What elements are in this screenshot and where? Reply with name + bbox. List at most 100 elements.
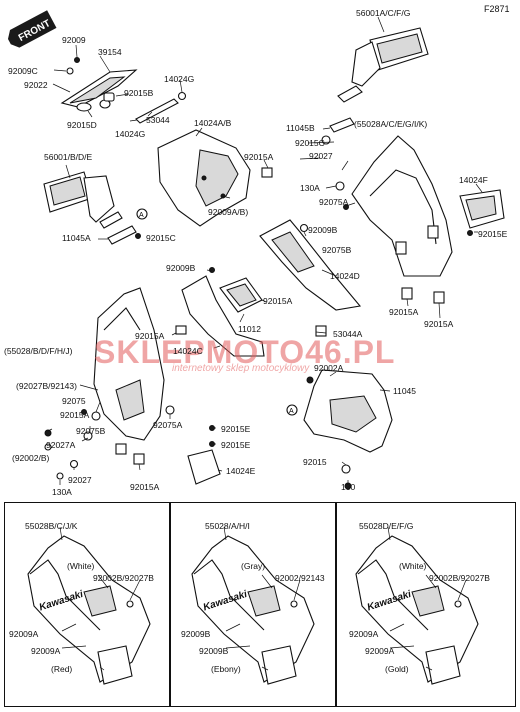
inset-3-color-top: (White) (399, 561, 427, 571)
inset-1-part: 55028B/C/J/K (25, 521, 78, 531)
label-92009-top: 92009 (62, 35, 86, 45)
label-92015e-c: 92015E (221, 440, 251, 450)
front-arrow-icon: FRONT (7, 10, 57, 48)
label-53044: 53044 (146, 115, 170, 125)
lower-panel-14024c (171, 267, 267, 357)
label-92075a-b: 92075A (153, 420, 183, 430)
label-11045b: 11045B (286, 123, 315, 133)
label-92009b-b: 92009B (166, 263, 196, 273)
label-92015a-d: 92015A (424, 319, 454, 329)
cover-14024e (187, 449, 223, 485)
label-92015a-b: 92015A (263, 296, 293, 306)
label-130: 130 (341, 482, 356, 492)
inset-2-color-top: (Gray) (241, 561, 266, 571)
label-11045a: 11045A (62, 233, 91, 243)
bracket-11045a: A (98, 208, 148, 245)
label-92015b: 92015B (124, 88, 154, 98)
mirror-left (43, 164, 123, 229)
inset-2-fasteners: 92002/92143 (275, 573, 325, 583)
fairing-right-fasteners (401, 287, 445, 319)
label-92015a-a: 92015A (244, 152, 274, 162)
label-92009b-a: 92009B (308, 225, 338, 235)
label-56001acfg: 56001A/C/F/G (356, 8, 411, 18)
watermark-tagline: internetowy sklep motocyklowy (172, 363, 310, 374)
inset-3-part: 55028D/E/F/G (359, 521, 414, 531)
label-92015a-g: 92015A (130, 482, 160, 492)
label-92015a-c: 92015A (389, 307, 419, 317)
inner-cover-14024a (157, 127, 273, 227)
inset-1-color-top: (White) (67, 561, 95, 571)
label-92015: 92015 (303, 457, 327, 467)
label-92015a-f: 92015A (60, 410, 90, 420)
inset-2-clip-b: 92009B (199, 646, 229, 656)
label-92002a: 92002A (314, 363, 344, 373)
label-92027a: 92027A (46, 440, 76, 450)
inset-variant-1: 55028B/C/J/K (White) 92002B/92027B 92009… (4, 502, 170, 707)
label-92009c: 92009C (8, 66, 38, 76)
label-55028bdfhj: (55028/B/D/F/H/J) (4, 346, 73, 356)
label-92015e-a: 92015E (478, 229, 508, 239)
svg-text:A: A (139, 212, 144, 219)
label-92015a-e: 92015A (135, 331, 165, 341)
label-14024f: 14024F (459, 175, 488, 185)
label-92015c-b: 92015C (146, 233, 176, 243)
label-92027-b: 92027 (68, 475, 92, 485)
inset-1-color-bottom: (Red) (51, 664, 73, 674)
inset-3-fairing: Kawasaki (355, 526, 479, 685)
label-14024c: 14024C (173, 346, 203, 356)
upper-bracket-39154 (52, 44, 138, 118)
inset-variant-3: 55028D/E/F/G (White) 92002B/92027B 92009… (336, 502, 516, 707)
inset-1-fasteners: 92002B/92027B (93, 573, 154, 583)
label-92002b: (92002/B) (12, 453, 50, 463)
label-92022: 92022 (24, 80, 48, 90)
label-55028acegik: (55028A/C/E/G/I/K) (354, 119, 428, 129)
svg-text:A: A (289, 408, 294, 415)
label-130a-a: 130A (300, 183, 320, 193)
stay-53044 (129, 79, 187, 124)
label-39154: 39154 (98, 47, 122, 57)
inset-3-clip-b: 92009A (365, 646, 395, 656)
label-92075b-b: 92075B (76, 426, 106, 436)
label-53044a: 53044A (333, 329, 363, 339)
label-14024e: 14024E (226, 466, 256, 476)
bracket-11045b (321, 117, 355, 145)
label-14024g-a: 14024G (164, 74, 195, 84)
inset-3-clip-a: 92009A (349, 629, 379, 639)
inset-2-fairing: Kawasaki (191, 526, 315, 685)
inset-variant-2: 55028/A/H/I (Gray) 92002/92143 92009B 92… (170, 502, 336, 707)
label-92075: 92075 (62, 396, 86, 406)
inset-2-color-bottom: (Ebony) (211, 664, 241, 674)
mirror-right (337, 16, 429, 103)
label-92015d: 92015D (67, 120, 97, 130)
label-92027-a: 92027 (309, 151, 333, 161)
label-11045: 11045 (393, 386, 417, 396)
label-130a-b: 130A (52, 487, 72, 497)
inner-panel-14024d (259, 219, 362, 311)
fairing-left (79, 287, 165, 455)
label-14024d: 14024D (330, 271, 360, 281)
label-14024g-b: 14024G (115, 129, 146, 139)
inset-1-clip-a: 92009A (9, 629, 39, 639)
label-92009ab: 92009A/B) (208, 207, 249, 217)
stay-11045: A (286, 325, 393, 490)
inset-3-color-bottom: (Gold) (385, 664, 409, 674)
cover-14024f (459, 183, 505, 236)
inset-2-clip-a: 92009B (181, 629, 211, 639)
label-14024ab: 14024A/B (194, 118, 232, 128)
label-56001bde: 56001/B/D/E (44, 152, 93, 162)
watermark-brand: SKLEPMOTO46.PL (94, 334, 396, 370)
inset-2-part: 55028/A/H/I (205, 521, 250, 531)
inset-1-fairing: Kawasaki (27, 526, 151, 685)
label-92075a-a: 92075A (319, 197, 349, 207)
figure-code: F2871 (484, 4, 510, 14)
inset-3-fasteners: 92002B/92027B (429, 573, 490, 583)
label-92015e-b: 92015E (221, 424, 251, 434)
label-92015c-a: 92015C (295, 138, 325, 148)
fasteners-cluster (44, 405, 216, 485)
label-92027b92143: (92027B/92143) (16, 381, 77, 391)
label-92075b-a: 92075B (322, 245, 352, 255)
inset-1-clip-b: 92009A (31, 646, 61, 656)
fairing-right (299, 135, 453, 277)
